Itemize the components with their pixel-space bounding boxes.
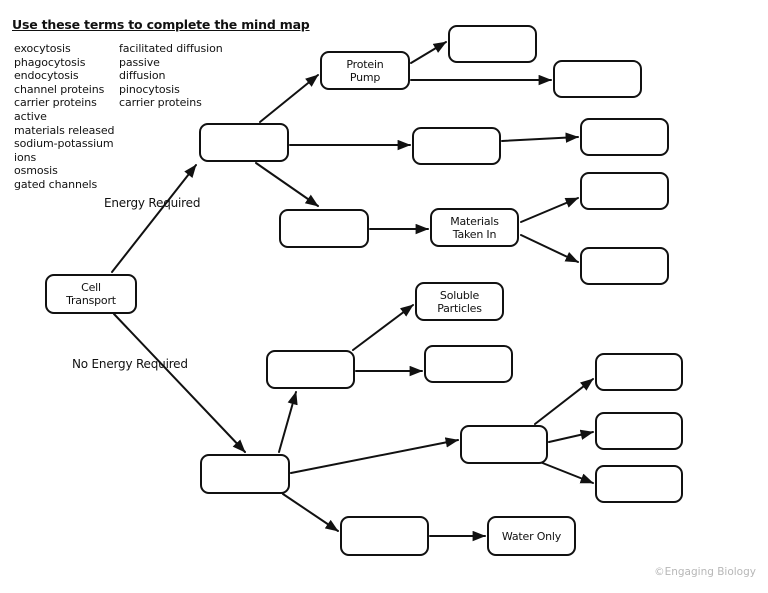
connector-node-diffusion-blank-to-node-soluble-particles (352, 304, 414, 351)
word-bank-term-1: passive (119, 55, 160, 69)
node-active-blank-answer-blank[interactable] (199, 123, 289, 162)
connector-node-mid-blank-1-to-node-right-blank-1 (501, 132, 579, 143)
node-water-only[interactable]: Water Only (487, 516, 576, 556)
node-right-blank-6-answer-blank[interactable] (595, 465, 683, 503)
word-bank-term-5: active (14, 109, 47, 123)
connector-node-passive-blank-to-node-osmosis-blank (282, 493, 339, 532)
connector-node-active-blank-to-node-endocytosis-blank (255, 162, 319, 207)
connector-node-materials-taken-in-to-node-right-blank-3 (520, 234, 579, 263)
word-bank-term-6: materials released (14, 123, 115, 137)
node-materials-taken-in[interactable]: Materials Taken In (430, 208, 519, 247)
node-endocytosis-blank-answer-blank[interactable] (279, 209, 369, 248)
connector-node-passive-blank-to-node-diffusion-blank (278, 391, 298, 453)
node-right-blank-1-answer-blank[interactable] (580, 118, 669, 156)
node-soluble-particles-label: Soluble Particles (437, 288, 482, 315)
node-lower-blank-1-answer-blank[interactable] (424, 345, 513, 383)
node-right-blank-5-answer-blank[interactable] (595, 412, 683, 450)
page-title: Use these terms to complete the mind map (12, 17, 310, 32)
connector-node-facilitated-blank-to-node-right-blank-5 (548, 429, 594, 443)
word-bank-term-3: pinocytosis (119, 82, 180, 96)
node-soluble-particles[interactable]: Soluble Particles (415, 282, 504, 321)
connector-node-materials-taken-in-to-node-right-blank-2 (520, 197, 579, 223)
node-facilitated-blank-answer-blank[interactable] (460, 425, 548, 464)
node-mid-blank-1-answer-blank[interactable] (412, 127, 501, 165)
node-osmosis-blank-answer-blank[interactable] (340, 516, 429, 556)
node-passive-blank-answer-blank[interactable] (200, 454, 290, 494)
copyright-credit: ©Engaging Biology (654, 566, 756, 578)
node-materials-taken-in-label: Materials Taken In (450, 214, 499, 241)
connector-node-active-blank-to-node-protein-pump (259, 74, 319, 123)
node-right-blank-3-answer-blank[interactable] (580, 247, 669, 285)
node-diffusion-blank-answer-blank[interactable] (266, 350, 355, 389)
word-bank-term-3: channel proteins (14, 82, 105, 96)
node-cell-transport[interactable]: Cell Transport (45, 274, 137, 314)
node-right-blank-2-answer-blank[interactable] (580, 172, 669, 210)
word-bank-term-0: exocytosis (14, 42, 71, 55)
word-bank-term-2: endocytosis (14, 69, 79, 83)
word-bank-term-7: sodium-potassium (14, 137, 114, 151)
node-protein-pump-label: Protein Pump (346, 57, 384, 84)
node-cell-transport-label: Cell Transport (66, 281, 116, 307)
node-right-blank-4-answer-blank[interactable] (595, 353, 683, 391)
connector-node-cell-transport-to-node-passive-blank (113, 313, 246, 453)
node-top-blank-1-answer-blank[interactable] (448, 25, 537, 63)
branch-energy-required: Energy Required (104, 196, 201, 210)
word-bank-term-10: gated channels (14, 177, 98, 191)
word-bank-term-2: diffusion (119, 69, 166, 83)
node-protein-pump[interactable]: Protein Pump (320, 51, 410, 90)
connector-node-protein-pump-to-node-top-blank-1 (410, 41, 447, 64)
node-water-only-label: Water Only (501, 529, 562, 543)
word-bank-term-1: phagocytosis (14, 55, 86, 69)
connector-node-cell-transport-to-node-active-blank (111, 164, 197, 273)
word-bank-term-4: carrier proteins (119, 96, 202, 110)
connector-node-passive-blank-to-node-facilitated-blank (290, 437, 459, 474)
branch-no-energy-required: No Energy Required (72, 357, 188, 371)
word-bank-term-9: osmosis (14, 164, 58, 178)
word-bank-term-0: facilitated diffusion (119, 42, 223, 55)
connector-node-facilitated-blank-to-node-right-blank-4 (534, 378, 594, 425)
word-bank-term-4: carrier proteins (14, 96, 97, 110)
connector-node-facilitated-blank-to-node-right-blank-6 (539, 461, 594, 484)
word-bank-term-8: ions (14, 150, 37, 164)
node-top-blank-2-answer-blank[interactable] (553, 60, 642, 98)
